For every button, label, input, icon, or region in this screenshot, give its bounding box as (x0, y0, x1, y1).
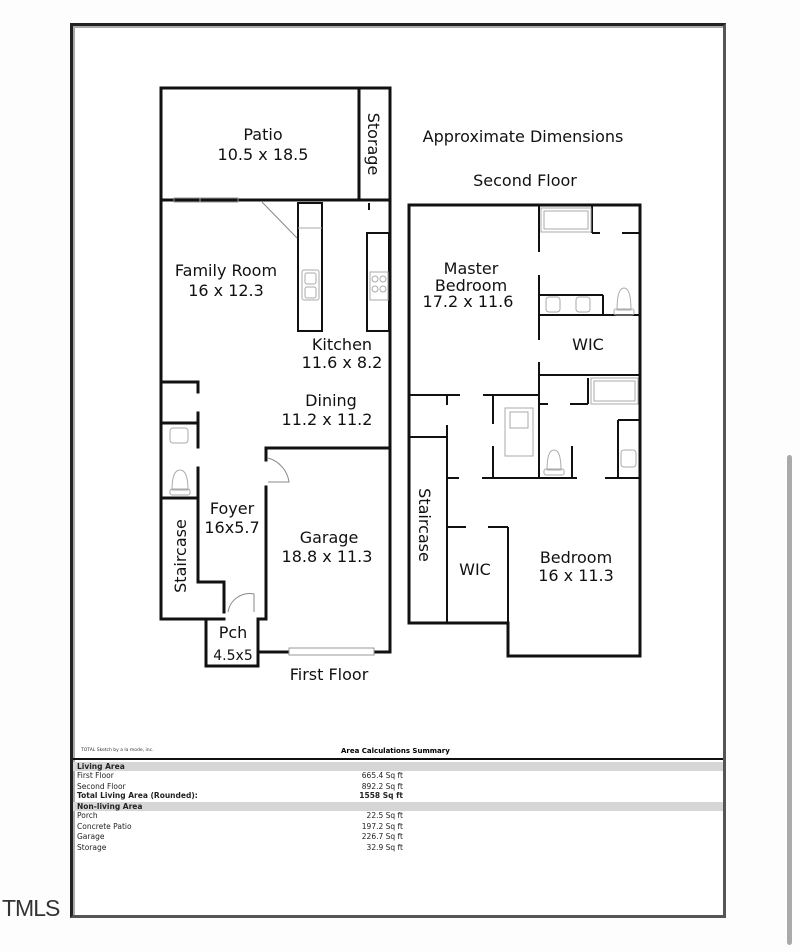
wic-label: WIC (459, 560, 491, 579)
porch-label: Pch (219, 623, 248, 642)
family-room-label: Family Room (175, 261, 277, 280)
patio-label: Patio (243, 125, 282, 144)
second-floor-title: Second Floor (473, 171, 577, 190)
kitchen-label: Kitchen (312, 335, 372, 354)
storage-label: Storage (364, 113, 383, 176)
master-bedroom-label-1: Master (444, 259, 499, 278)
kitchen-dims: 11.6 x 8.2 (302, 353, 383, 372)
dining-label: Dining (305, 391, 357, 410)
first-floor-title: First Floor (290, 665, 369, 684)
patio-walls (159, 86, 392, 202)
vertical-scrollbar[interactable] (787, 455, 792, 945)
master-wic-label: WIC (572, 335, 604, 354)
nonliving-area-heading: Non-living Area (73, 802, 723, 811)
garage-label: Garage (300, 528, 359, 547)
total-row: Total Living Area (Rounded):1558 Sq ft (77, 791, 403, 800)
approx-dimensions-title: Approximate Dimensions (423, 127, 624, 146)
bedroom-label: Bedroom (540, 548, 612, 567)
family-room-dims: 16 x 12.3 (188, 281, 264, 300)
summary-divider (73, 758, 723, 760)
staircase-1f-label: Staircase (171, 519, 190, 593)
porch-dims: 4.5x5 (213, 648, 252, 664)
foyer-label: Foyer (210, 499, 255, 518)
garage-dims: 18.8 x 11.3 (282, 547, 373, 566)
bedroom-dims: 16 x 11.3 (538, 566, 614, 585)
foyer-dims: 16x5.7 (204, 518, 259, 537)
living-area-heading: Living Area (73, 762, 723, 771)
software-credit: TOTAL Sketch by a la mode, inc. (81, 748, 154, 753)
staircase-2f-label: Staircase (415, 488, 434, 562)
master-bedroom-label-2: Bedroom (435, 276, 507, 295)
master-bedroom-dims: 17.2 x 11.6 (423, 292, 514, 311)
patio-dims: 10.5 x 18.5 (218, 145, 309, 164)
area-summary: TOTAL Sketch by a la mode, inc. Area Cal… (73, 746, 723, 853)
mls-watermark: TMLS (2, 895, 60, 921)
summary-title: Area Calculations Summary (341, 747, 450, 755)
dining-dims: 11.2 x 11.2 (282, 410, 373, 429)
